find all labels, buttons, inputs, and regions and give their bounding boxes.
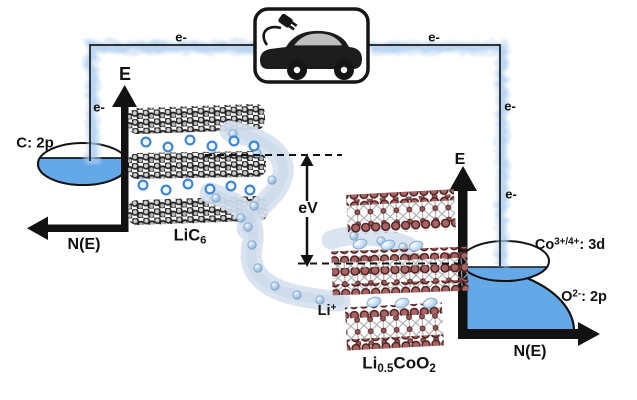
- anode-energy-axis: [121, 102, 129, 229]
- li-interlayer-ion: [366, 296, 382, 308]
- li-ion-dot: [315, 295, 325, 305]
- graphite-li-dot: [184, 134, 196, 146]
- graphite-li-dot: [140, 136, 152, 148]
- cathode-material-s1: 0.5: [377, 362, 394, 375]
- band-2p-sup: 2-: [572, 288, 582, 300]
- band-2p-base: O: [561, 289, 573, 306]
- anode-material-sub: 6: [200, 234, 207, 247]
- slab-sphere-row: [347, 218, 456, 235]
- electron-label-left-wire: e-: [93, 99, 105, 115]
- li-ion-dot: [249, 201, 259, 211]
- ev-arrowhead-bottom: [300, 255, 314, 267]
- band-3d-base: Co: [534, 237, 555, 254]
- li-ion-path-1-inner: [225, 126, 289, 234]
- graphene-sheet: [127, 150, 267, 180]
- li-interlayer-ion: [408, 240, 424, 252]
- cathode-band-3d-label: Co3+/4+: 3d: [534, 236, 606, 254]
- slab-sphere-row: [332, 279, 469, 296]
- cathode-dos-axis-arrowhead: [578, 322, 600, 346]
- anode-material-base: LiC: [173, 226, 201, 245]
- anode-dos-axis-label: N(E): [67, 236, 101, 253]
- anode-dos-axis: [46, 224, 129, 232]
- li-ion-dot: [236, 213, 246, 223]
- ev-arrowhead-top: [300, 154, 314, 166]
- cathode-dos-fill: [461, 267, 549, 282]
- graphite-li-dot: [137, 179, 149, 191]
- graphite-li-dot: [206, 140, 218, 152]
- car-window: [291, 32, 344, 47]
- plug-prong: [288, 24, 295, 31]
- electron-label-right-wire-lower: e-: [505, 186, 517, 202]
- graphite-li-dot: [160, 184, 172, 196]
- graphite-li-dot: [248, 140, 260, 152]
- wire-core: [368, 44, 501, 266]
- circuit-wire-left: [83, 38, 255, 161]
- cathode-material-label: Li0.5CoO2: [362, 355, 435, 376]
- li-ion-dot: [247, 240, 257, 250]
- li-ion-dot: [243, 222, 253, 232]
- cathode-material-s2: 2: [429, 362, 436, 375]
- slab-sphere-row: [331, 263, 469, 279]
- cathode-material-b1: Li: [362, 353, 378, 373]
- li-ion-dot: [270, 281, 280, 291]
- li-ion-label: Li+: [317, 302, 337, 320]
- electron-label-top-left: e-: [175, 29, 187, 45]
- li-ion-sup: +: [330, 302, 337, 314]
- graphite-li-dot: [162, 141, 174, 153]
- graphene-layer-2: [127, 150, 267, 180]
- graphite-li-dots: [137, 134, 260, 196]
- li-interlayer-ion: [394, 297, 410, 309]
- cathode-dos-axis-label: N(E): [513, 343, 547, 360]
- anode-energy-axis-arrowhead: [112, 85, 137, 107]
- electron-label-top-right: e-: [428, 29, 440, 45]
- band-3d-sup: 3+/4+: [554, 236, 580, 248]
- anode-energy-axis-label: E: [118, 64, 132, 84]
- car-wheel-hub: [338, 64, 350, 76]
- li-ion-dot: [292, 290, 302, 300]
- cathode-material-b2: CoO: [393, 353, 430, 373]
- graphite-li-dot: [228, 135, 240, 147]
- cathode-energy-axis-arrowhead: [449, 166, 477, 191]
- cathode-dos-plot: [449, 166, 600, 346]
- plug-prong: [290, 21, 298, 27]
- car-icon: [253, 7, 370, 84]
- voltage-gap-label: eV: [296, 200, 320, 217]
- cathode-energy-axis-label: E: [454, 151, 466, 168]
- plug-cord: [262, 25, 282, 46]
- graphite-li-dot: [182, 178, 194, 190]
- li-ion-dot: [267, 175, 277, 185]
- anode-material-label: LiC6: [174, 227, 207, 246]
- slab-sphere-row: [345, 189, 455, 206]
- li-interlayer-ion: [352, 238, 368, 250]
- anode-dos-plot: [27, 85, 137, 240]
- li-ion-path-3: [321, 226, 418, 256]
- interlayer-li-ions: [352, 238, 438, 309]
- circuit-wire-right: [368, 38, 507, 266]
- cathode-slab-lower: [344, 302, 445, 351]
- car-wheel-hub: [291, 64, 303, 76]
- band-3d-rest: : 3d: [579, 237, 606, 254]
- anode-band-label: C: 2p: [16, 134, 54, 152]
- plug-icon: [278, 13, 298, 31]
- li-ion-dot: [211, 193, 221, 203]
- cathode-dos-axis: [458, 329, 580, 339]
- band-2p-rest: : 2p: [581, 289, 607, 306]
- li-interlayer-ion: [422, 297, 438, 309]
- slab-sphere-row: [331, 246, 468, 263]
- cathode-slab-middle: [331, 246, 469, 296]
- cathode-slab-upper: [345, 189, 456, 235]
- slab-sphere-row: [346, 334, 445, 351]
- li-ion-dot: [253, 263, 263, 273]
- li-interlayer-ion: [380, 239, 396, 251]
- graphite-li-dot: [225, 180, 237, 192]
- cathode-band-2p-label: O2-: 2p: [561, 288, 607, 306]
- graphite-li-dot: [204, 183, 216, 195]
- electron-label-right-wire-upper: e-: [504, 98, 516, 114]
- wire-core: [89, 44, 255, 161]
- plug-head: [278, 13, 293, 28]
- anode-dos-axis-arrowhead: [27, 216, 48, 240]
- graphite-li-dot: [244, 184, 256, 196]
- li-ion-base: Li: [317, 303, 331, 320]
